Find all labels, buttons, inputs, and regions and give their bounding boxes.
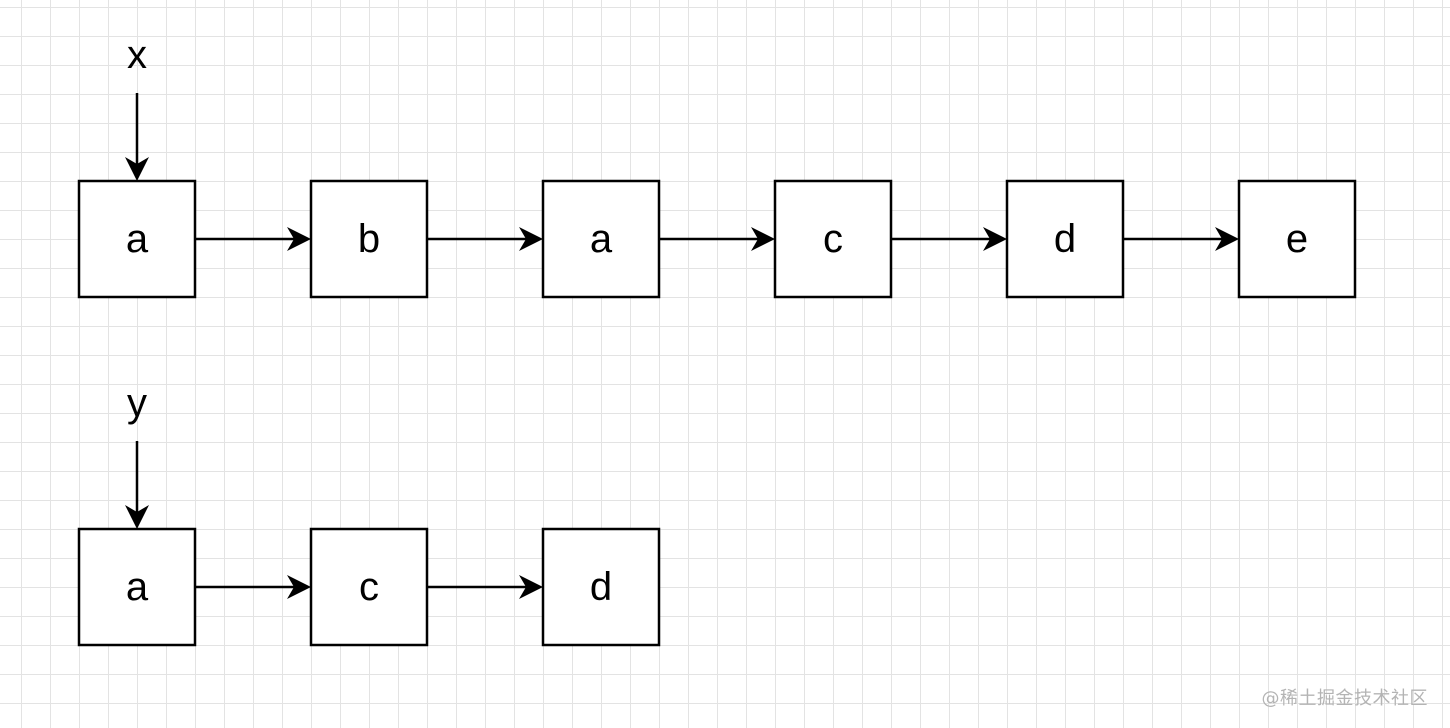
pointer-label-x: x — [127, 33, 147, 77]
node-label: a — [590, 217, 613, 261]
pointer-arrow-head-x — [125, 157, 149, 181]
node-box — [1237, 179, 1357, 299]
edge-arrow-head — [287, 227, 311, 251]
edge-arrow-head — [751, 227, 775, 251]
node-label: b — [358, 217, 380, 261]
node-box — [773, 179, 893, 299]
node-label: a — [126, 217, 149, 261]
node-label: a — [126, 565, 149, 609]
node-label: e — [1286, 217, 1308, 261]
edge-arrow-head — [983, 227, 1007, 251]
pointer-label-y: y — [127, 381, 147, 425]
node-box — [77, 527, 197, 647]
watermark: @稀土掘金技术社区 — [1261, 688, 1428, 709]
edge-arrow-head — [1215, 227, 1239, 251]
node-box — [77, 179, 197, 299]
node-label: d — [590, 565, 612, 609]
node-box — [309, 527, 429, 647]
node-label: d — [1054, 217, 1076, 261]
pointer-arrow-head-y — [125, 505, 149, 529]
linked-list-1: x a b a c d e — [77, 33, 1357, 299]
edge-arrow-head — [287, 575, 311, 599]
edge-arrow-head — [519, 575, 543, 599]
node-box — [309, 179, 429, 299]
node-label: c — [823, 217, 843, 261]
node-box — [541, 527, 661, 647]
node-box — [541, 179, 661, 299]
node-label: c — [359, 565, 379, 609]
node-box — [1005, 179, 1125, 299]
edge-arrow-head — [519, 227, 543, 251]
linked-list-2: y a c d — [77, 381, 661, 647]
